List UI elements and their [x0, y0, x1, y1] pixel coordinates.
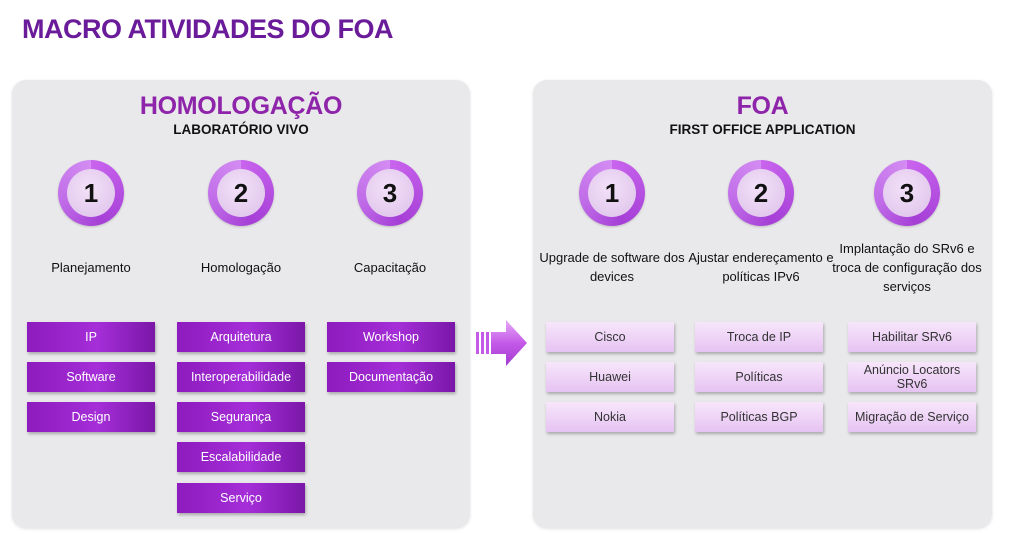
step-number: 1 [588, 169, 636, 217]
foa-panel: FOA FIRST OFFICE APPLICATION 1 Upgrade d… [533, 80, 992, 528]
step-number-ring: 2 [728, 160, 794, 226]
activity-box: Habilitar SRv6 [848, 322, 976, 352]
step-number-ring: 3 [357, 160, 423, 226]
activity-box: Segurança [177, 402, 305, 432]
panel-subtitle: FIRST OFFICE APPLICATION [669, 122, 856, 137]
step-number-ring: 2 [208, 160, 274, 226]
step-label: Capacitação [353, 259, 427, 275]
page-title: MACRO ATIVIDADES DO FOA [22, 14, 394, 44]
step-label: Upgrade de software dos devices [539, 250, 685, 284]
step-column-3: 3 Implantação do SRv6 e troca de configu… [832, 160, 982, 302]
panel-subtitle: LABORATÓRIO VIVO [173, 122, 309, 137]
homologacao-panel: HOMOLOGAÇÃO LABORATÓRIO VIVO 1 Planejame… [12, 80, 470, 528]
activity-box: Políticas [695, 362, 823, 392]
step-number: 3 [366, 169, 414, 217]
step-number: 3 [883, 169, 931, 217]
step-column-2: 2 Homologação [176, 160, 306, 302]
step-number: 2 [737, 169, 785, 217]
activity-box: Documentação [327, 362, 455, 392]
activity-box: Políticas BGP [695, 402, 823, 432]
panel-title: HOMOLOGAÇÃO [139, 92, 343, 120]
activity-box: Anúncio Locators SRv6 [848, 362, 976, 392]
step-column-1: 1 Planejamento [26, 160, 156, 302]
activity-box: Nokia [546, 402, 674, 432]
activity-box: Interoperabilidade [177, 362, 305, 392]
panel-title: FOA [736, 92, 789, 120]
step-number-ring: 3 [874, 160, 940, 226]
activity-box: IP [27, 322, 155, 352]
step-column-1: 1 Upgrade de software dos devices [539, 160, 685, 302]
step-label: Ajustar endereçamento e políticas IPv6 [688, 250, 834, 284]
activity-box: Huawei [546, 362, 674, 392]
activity-box: Serviço [177, 483, 305, 513]
step-column-2: 2 Ajustar endereçamento e políticas IPv6 [688, 160, 834, 302]
step-label: Implantação do SRv6 e troca de configura… [832, 240, 982, 294]
activity-box: Migração de Serviço [848, 402, 976, 432]
right-arrow-icon [476, 320, 527, 366]
activity-box: Arquitetura [177, 322, 305, 352]
step-number: 1 [67, 169, 115, 217]
activity-box: Cisco [546, 322, 674, 352]
activity-box: Software [27, 362, 155, 392]
step-label: Homologação [200, 259, 282, 275]
activity-box: Escalabilidade [177, 442, 305, 472]
step-number: 2 [217, 169, 265, 217]
activity-box: Troca de IP [695, 322, 823, 352]
step-number-ring: 1 [58, 160, 124, 226]
step-number-ring: 1 [579, 160, 645, 226]
step-column-3: 3 Capacitação [325, 160, 455, 302]
step-label: Planejamento [51, 259, 131, 275]
activity-box: Design [27, 402, 155, 432]
activity-box: Workshop [327, 322, 455, 352]
